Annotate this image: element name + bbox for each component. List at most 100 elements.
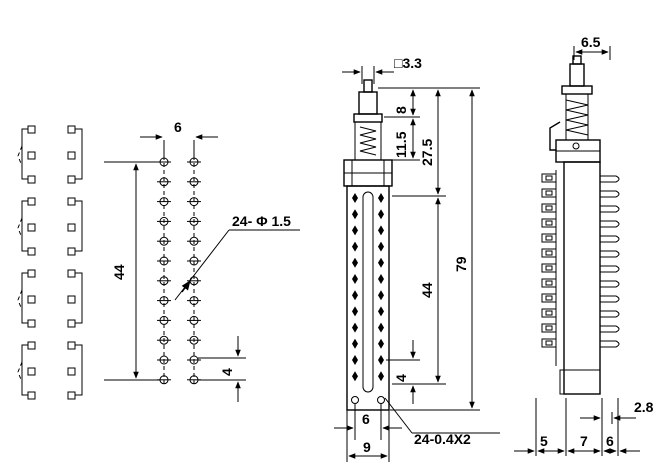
side-contact-left: [541, 188, 557, 198]
pcb-hole-pattern: [157, 156, 201, 386]
schematic-contact: [27, 319, 36, 328]
schematic-contact: [67, 125, 76, 134]
side-contact-left: [541, 308, 557, 318]
front-pin: [352, 371, 358, 382]
schematic-contact: [27, 367, 36, 376]
front-pin: [378, 257, 384, 268]
front-pin: [378, 225, 384, 236]
side-contact-slot: [545, 235, 553, 241]
front-pin: [352, 225, 358, 236]
side-contact-right: [600, 175, 620, 183]
schematic-contact: [27, 295, 36, 304]
side-contact-slot: [545, 280, 553, 286]
side-contact-right: [600, 295, 620, 303]
stem-top-label: 8: [393, 106, 409, 114]
side-contact-right: [600, 325, 620, 333]
front-view-dimensions: □3.3 8 11.5 27.5 44 79 4 6: [334, 55, 500, 462]
schematic-link: [75, 344, 83, 396]
schematic-contact: [27, 175, 36, 184]
side-contact-left: [541, 293, 557, 303]
front-pin: [352, 306, 358, 317]
side-contact-slot: [545, 295, 553, 301]
body-to-top-label: 27.5: [419, 139, 435, 166]
front-pin: [378, 355, 384, 365]
stem-square-label: □3.3: [394, 55, 422, 71]
side-bottom-a-label: 5: [540, 433, 548, 449]
hole-pitch-width-label: 6: [174, 119, 182, 135]
side-contact-left: [541, 218, 557, 228]
switch-front-view: [343, 79, 393, 411]
schematic-contact: [67, 223, 76, 232]
side-bottom-b-label: 7: [580, 433, 588, 449]
hole-span-label: 44: [111, 264, 127, 280]
front-pin: [352, 274, 358, 284]
schematic-switch-arm: [17, 217, 23, 239]
front-pin: [378, 241, 384, 252]
switch-side-view: [541, 55, 620, 395]
side-contact-right: [600, 310, 620, 318]
schematic-contact: [67, 295, 76, 304]
side-contact-left: [541, 203, 557, 213]
schematic-link: [75, 200, 83, 252]
pin-row-spacing-label: 6: [362, 411, 370, 427]
schematic-contact: [27, 223, 36, 232]
side-contact-right: [600, 340, 620, 348]
schematic-contact: [27, 247, 36, 256]
front-pin: [378, 322, 384, 333]
front-pin: [352, 257, 358, 268]
side-bottom-c-label: 6: [606, 433, 614, 449]
side-contact-right: [600, 205, 620, 213]
side-contact-right: [600, 265, 620, 273]
front-pin: [378, 193, 384, 203]
side-top-width-label: 6.5: [581, 34, 601, 50]
schematic-link: [21, 272, 28, 324]
schematic-contact: [67, 197, 76, 206]
front-pin: [352, 209, 358, 220]
front-pin: [378, 274, 384, 284]
side-contact-slot: [545, 310, 553, 316]
front-pin: [352, 355, 358, 365]
pin-span-label: 44: [419, 282, 435, 298]
schematic-switch-arm: [17, 361, 23, 383]
front-pin: [378, 371, 384, 382]
side-contact-slot: [545, 220, 553, 226]
schematic-contact: [67, 151, 76, 160]
schematic-contact: [27, 125, 36, 134]
front-pin: [378, 209, 384, 220]
side-contact-slot: [545, 175, 553, 181]
side-contact-slot: [545, 265, 553, 271]
schematic-contact: [27, 341, 36, 350]
total-height-label: 79: [453, 256, 469, 272]
side-contact-slot: [545, 190, 553, 196]
hole-pattern-dimensions: 6 44 24- Φ 1.5 4: [104, 119, 300, 402]
side-contact-right: [600, 190, 620, 198]
schematic-contact: [67, 341, 76, 350]
schematic-contact: [27, 151, 36, 160]
schematic-switch-arm: [17, 145, 23, 167]
front-pin: [378, 290, 384, 301]
side-contact-left: [541, 263, 557, 273]
switch-schematic-symbol: [17, 125, 83, 400]
side-contact-right: [600, 235, 620, 243]
schematic-link: [21, 200, 28, 252]
side-view-dimensions: 6.5 5 7 6 2.8: [514, 34, 654, 456]
schematic-contact: [67, 367, 76, 376]
front-pin: [378, 306, 384, 317]
side-contact-left: [541, 248, 557, 258]
pin-pitch-label: 4: [393, 374, 409, 382]
pin-spec-label: 24-0.4X2: [414, 431, 471, 447]
side-contact-slot: [545, 340, 553, 346]
hole-pitch-label: 4: [219, 368, 235, 376]
side-offset-label: 2.8: [634, 399, 654, 415]
side-contact-left: [541, 338, 557, 348]
schematic-link: [75, 272, 83, 324]
spring-section-label: 11.5: [393, 131, 409, 158]
schematic-link: [21, 344, 28, 396]
schematic-contact: [67, 175, 76, 184]
schematic-switch-arm: [17, 289, 23, 311]
front-pin: [352, 322, 358, 333]
schematic-contact: [27, 391, 36, 400]
side-contact-left: [541, 233, 557, 243]
front-pin-rows: [352, 193, 384, 382]
